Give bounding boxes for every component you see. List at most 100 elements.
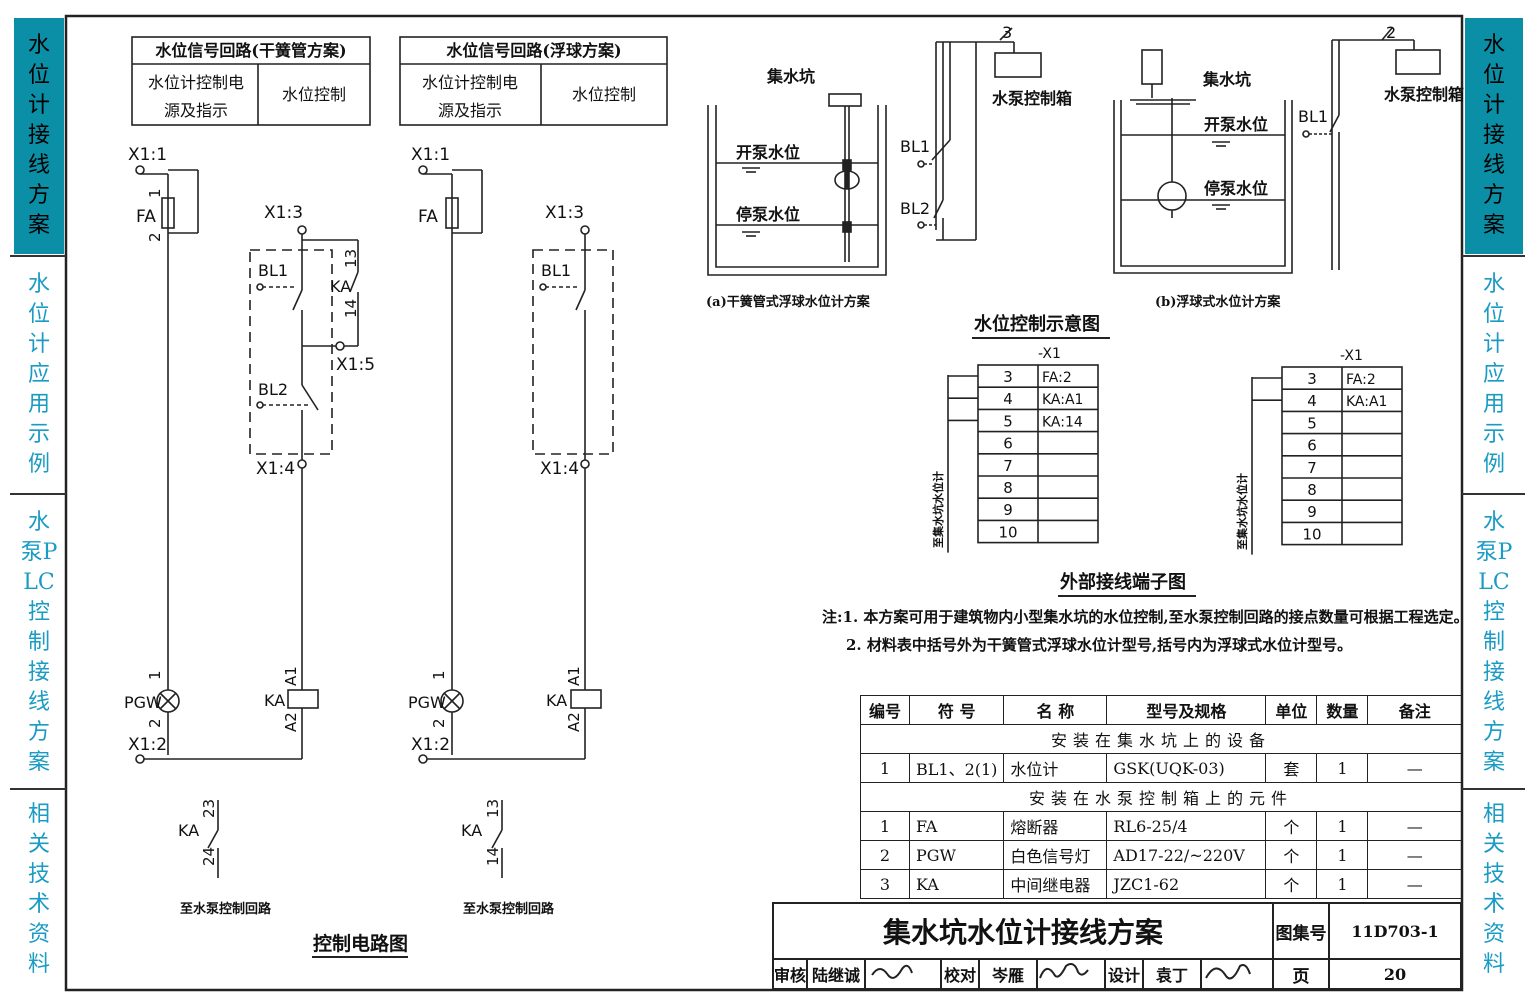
caption-b: (b)浮球式水位计方案 <box>1155 294 1281 310</box>
sidebar-right-tab-plc[interactable]: 水泵PLC控制接线方案 <box>1463 500 1525 786</box>
float-pgw-pin2: 2 <box>430 718 448 728</box>
terminal-left-label: -X1 <box>1038 346 1061 362</box>
reed-x14: X1:4 <box>256 459 295 479</box>
materials-section-pit: 安装在集水坑上的设备 <box>860 724 1462 754</box>
terminal-labels: -X1 -X1 至集水坑水位计 至集水坑水位计 外部接线端子图 <box>931 346 1363 593</box>
right-terminal-no: 5 <box>1307 414 1317 432</box>
hdr-qty: 数量 <box>1316 695 1369 725</box>
atlas-number: 11D703-1 <box>1328 902 1462 960</box>
reed-ka-coil: KA <box>264 691 285 710</box>
circuit-reed-labels: 水位信号回路(干簧管方案) 水位计控制电 源及指示 水位控制 X1:1 FA 1… <box>124 41 375 917</box>
review-signature <box>864 958 942 990</box>
design-name: 袁丁 <box>1142 958 1202 990</box>
note-1: 注:1. 本方案可用于建筑物内小型集水坑的水位控制,至水泵控制回路的接点数量可根… <box>822 608 1469 626</box>
reed-pgw: PGW <box>124 693 162 712</box>
reed-x15: X1:5 <box>336 355 375 375</box>
signature-review <box>871 964 913 979</box>
tab-label: 水泵PLC控制接线方案 <box>1475 510 1513 775</box>
sidebar-right-tab-wiring[interactable]: 水位计接线方案 <box>1465 18 1523 254</box>
float-col2: 水位控制 <box>572 85 636 104</box>
caption-a: (a)干簧管式浮球水位计方案 <box>706 294 871 310</box>
float-x14: X1:4 <box>540 459 579 479</box>
left-terminal-no: 7 <box>1003 457 1013 475</box>
notes: 注:1. 本方案可用于建筑物内小型集水坑的水位控制,至水泵控制回路的接点数量可根… <box>822 608 1469 654</box>
reed-bl2: BL2 <box>258 380 288 399</box>
float-fa: FA <box>418 207 438 227</box>
schematic-title: 水位控制示意图 <box>974 313 1100 335</box>
start-level-a: 开泵水位 <box>736 143 800 162</box>
sidebar-right-tab-tech[interactable]: 相关技术资料 <box>1465 792 1523 988</box>
reed-fa-pin1: 1 <box>146 188 164 198</box>
left-terminal-no: 5 <box>1003 412 1013 430</box>
design-label: 设计 <box>1104 958 1144 990</box>
reed-col2: 水位控制 <box>282 85 346 104</box>
pit-label-a: 集水坑 <box>766 67 815 86</box>
stop-level-a: 停泵水位 <box>736 205 800 224</box>
reed-ka-a2: A2 <box>282 712 300 732</box>
reed-x13: X1:3 <box>264 203 303 223</box>
sidebar-right-tab-examples[interactable]: 水位计应用示例 <box>1465 258 1523 492</box>
float-bottom-ka: KA <box>461 821 482 840</box>
float-pgw: PGW <box>408 693 446 712</box>
sidebar-left-tab-tech[interactable]: 相关技术资料 <box>14 792 64 988</box>
reed-col1-line1: 水位计控制电 <box>148 73 244 92</box>
hdr-remark: 备注 <box>1367 695 1462 725</box>
left-terminal-conn: FA:2 <box>1042 370 1072 386</box>
reed-pgw-pin1: 1 <box>146 670 164 680</box>
hdr-model: 型号及规格 <box>1106 695 1267 725</box>
sidebar-left-tab-examples[interactable]: 水位计应用示例 <box>14 258 64 492</box>
float-x12: X1:2 <box>411 735 450 755</box>
circuit-float-labels: 水位信号回路(浮球方案) 水位计控制电 源及指示 水位控制 X1:1 FA X1… <box>313 41 636 955</box>
left-terminal-conn: KA:14 <box>1042 414 1083 430</box>
bl2-a: BL2 <box>900 199 930 218</box>
right-terminal-no: 7 <box>1307 459 1317 477</box>
tab-label: 水位计应用示例 <box>27 272 50 477</box>
reed-fa-pin2: 2 <box>146 232 164 242</box>
float-pgw-pin1: 1 <box>430 670 448 680</box>
reed-bottom-ka: KA <box>178 821 199 840</box>
float-header-title: 水位信号回路(浮球方案) <box>446 41 621 60</box>
terminal-left-side-label: 至集水坑水位计 <box>931 471 945 548</box>
right-terminal-no: 3 <box>1307 370 1317 388</box>
stop-level-b: 停泵水位 <box>1204 179 1268 198</box>
reed-bl1: BL1 <box>258 261 288 280</box>
tab-label: 水位计应用示例 <box>1482 272 1505 477</box>
reed-ka-14: 14 <box>342 299 360 318</box>
hdr-symbol: 符 号 <box>908 695 1005 725</box>
schematic-b-labels: 集水坑 开泵水位 停泵水位 2 水泵控制箱 BL1 (b)浮球式水位计方案 水位… <box>974 23 1464 335</box>
left-terminal-no: 9 <box>1003 501 1013 519</box>
sidebar-left-tab-plc[interactable]: 水泵PLC控制接线方案 <box>10 500 68 786</box>
tab-label: 水泵PLC控制接线方案 <box>20 510 58 775</box>
reed-ka-a1: A1 <box>282 666 300 686</box>
left-terminal-no: 3 <box>1003 368 1013 386</box>
float-bottom-14: 14 <box>484 847 502 866</box>
float-ka-a1: A1 <box>565 666 583 686</box>
hdr-unit: 单位 <box>1265 695 1318 725</box>
tab-label: 水位计接线方案 <box>1482 33 1505 238</box>
reed-pgw-pin2: 2 <box>146 718 164 728</box>
right-terminal-no: 4 <box>1307 392 1317 410</box>
float-x11: X1:1 <box>411 145 450 165</box>
materials-section-box: 安装在水泵控制箱上的元件 <box>860 782 1462 812</box>
start-level-b: 开泵水位 <box>1204 115 1268 134</box>
page-number: 20 <box>1328 958 1462 990</box>
terminal-title: 外部接线端子图 <box>1060 571 1186 593</box>
terminal-right-label: -X1 <box>1340 348 1363 364</box>
right-terminal-no: 8 <box>1307 481 1317 499</box>
sidebar-left-tab-wiring[interactable]: 水位计接线方案 <box>14 18 64 254</box>
reed-x11: X1:1 <box>128 145 167 165</box>
page-label: 页 <box>1272 958 1330 990</box>
reed-header-title: 水位信号回路(干簧管方案) <box>155 41 346 60</box>
signature-check <box>1039 963 1089 979</box>
bl1-b: BL1 <box>1298 107 1328 126</box>
reed-x12: X1:2 <box>128 735 167 755</box>
right-terminal-no: 9 <box>1307 503 1317 521</box>
right-terminal-no: 6 <box>1307 437 1317 455</box>
